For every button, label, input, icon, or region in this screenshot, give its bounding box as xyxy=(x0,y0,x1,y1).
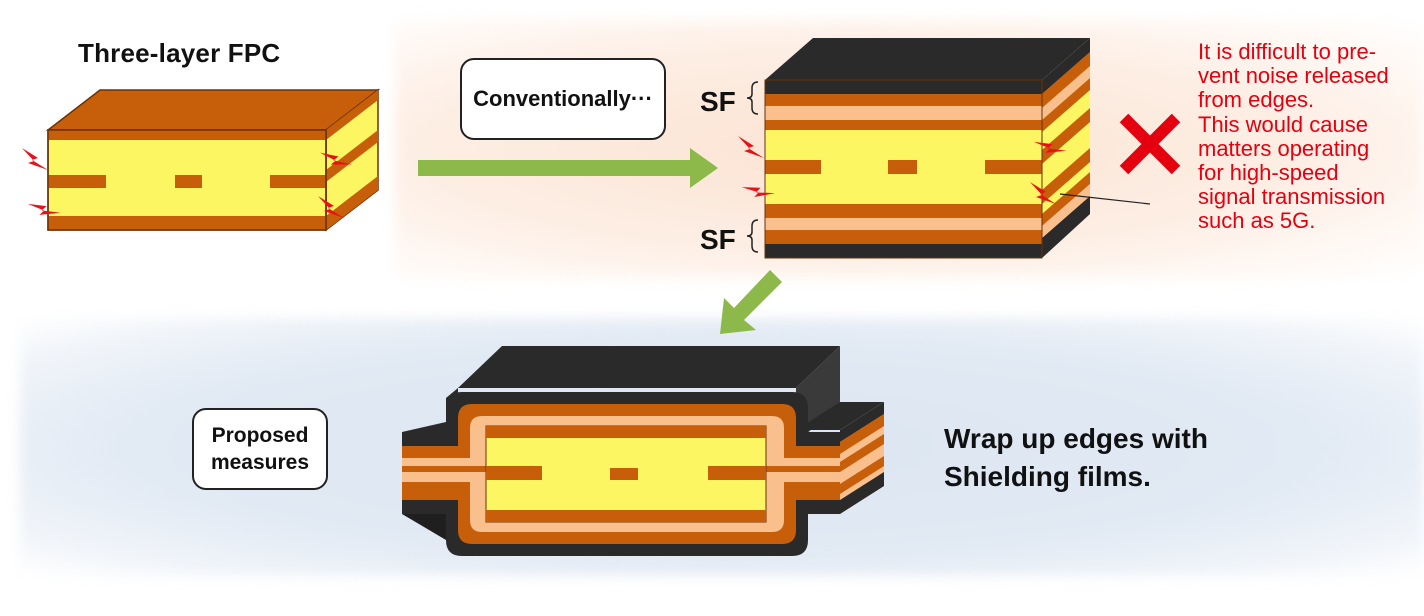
conventional-label-box: Conventionally··· xyxy=(460,58,666,140)
conventional-shielded-block xyxy=(764,38,1090,259)
cross-mark-icon xyxy=(1119,113,1181,175)
proposed-label-line2: measures xyxy=(210,451,310,474)
arrow-down-left-icon xyxy=(720,270,782,334)
proposed-wrapped-block xyxy=(402,346,884,556)
three-layer-fpc-block xyxy=(45,88,381,232)
proposed-label-box: Proposed measures xyxy=(192,408,328,490)
noise-lightning-icon xyxy=(22,148,48,170)
sf-brace-bottom xyxy=(746,219,759,253)
conventional-label: Conventionally··· xyxy=(473,86,653,111)
fpc-title: Three-layer FPC xyxy=(78,38,281,68)
proposed-label-line1: Proposed xyxy=(211,424,309,447)
sf-label-bottom: SF xyxy=(700,224,736,255)
measure-text: Wrap up edges with Shielding films. xyxy=(944,423,1208,492)
sf-brace-top xyxy=(746,81,759,115)
warning-text: It is difficult to pre- vent noise relea… xyxy=(1198,39,1389,234)
arrow-right-icon xyxy=(418,148,718,188)
noise-lightning-icon xyxy=(738,136,764,158)
leader-line xyxy=(1059,193,1151,205)
sf-label-top: SF xyxy=(700,86,736,117)
